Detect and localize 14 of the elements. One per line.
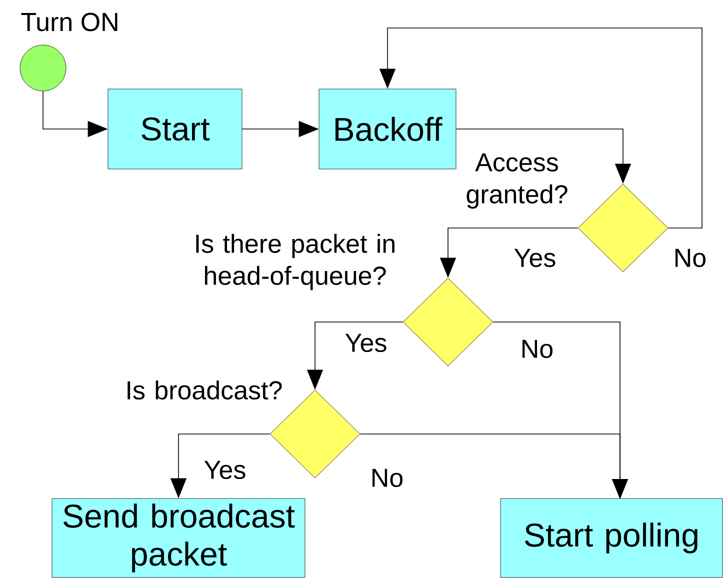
question-text: Is broadcast?	[128, 380, 282, 400]
edge-label: Yes	[512, 248, 558, 268]
edge-label: No	[672, 248, 708, 268]
question-text: Access granted?	[466, 153, 568, 209]
question-text: Is there packet in head-of-queue?	[196, 234, 394, 290]
edge-label: Yes	[202, 460, 248, 480]
process-box: Send broadcast packet	[52, 498, 306, 578]
process-box: Start	[108, 88, 242, 170]
start-label: Turn ON	[21, 12, 118, 32]
edge-label: No	[519, 338, 555, 360]
process-box: Start polling	[500, 498, 723, 578]
process-box: Backoff	[318, 88, 456, 170]
edge-label: Yes	[344, 332, 388, 354]
edge-label: No	[369, 468, 405, 488]
